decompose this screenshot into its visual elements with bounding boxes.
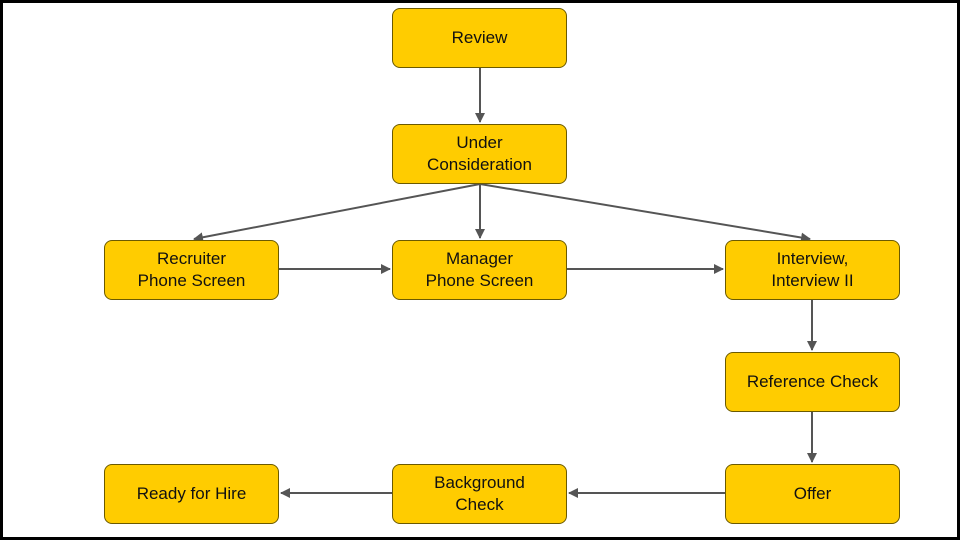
edge-under-consideration-to-recruiter [193,183,481,243]
node-manager-phone-screen: Manager Phone Screen [392,240,567,300]
node-reference-check: Reference Check [725,352,900,412]
node-ready-for-hire: Ready for Hire [104,464,279,524]
edge-under-consideration-to-interview [479,183,811,243]
node-under-consideration: Under Consideration [392,124,567,184]
node-background-check: Background Check [392,464,567,524]
node-offer: Offer [725,464,900,524]
node-recruiter-phone-screen: Recruiter Phone Screen [104,240,279,300]
node-review: Review [392,8,567,68]
node-interview: Interview, Interview II [725,240,900,300]
